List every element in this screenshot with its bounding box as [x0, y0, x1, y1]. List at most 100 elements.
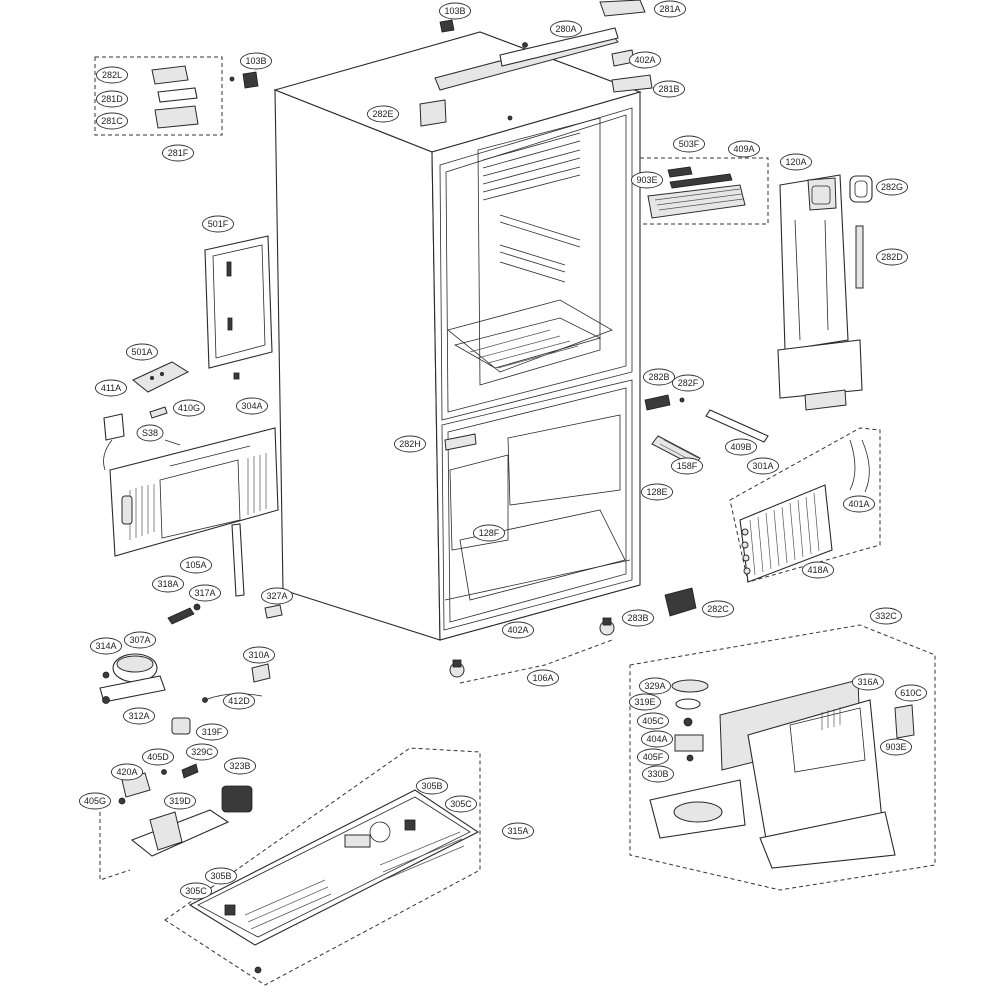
part-callout: 103B	[239, 52, 273, 70]
part-number-label: 329A	[644, 681, 665, 691]
part-callout: 405F	[636, 748, 670, 766]
part-number-label: 405C	[642, 716, 664, 726]
part-number-label: 329C	[191, 747, 213, 757]
part-callout: 312A	[122, 707, 156, 725]
callout-bubble	[879, 738, 913, 756]
part-callout: 128F	[472, 524, 506, 542]
callout-bubble	[640, 483, 674, 501]
part-callout: 314A	[89, 637, 123, 655]
part-callout: 281A	[653, 0, 687, 18]
part-number-label: 404A	[646, 734, 667, 744]
part-number-label: 410G	[178, 403, 200, 413]
part-callout: 501A	[125, 343, 159, 361]
part-number-label: 319D	[169, 796, 191, 806]
part-callout: 281C	[95, 112, 129, 130]
part-number-label: 282H	[399, 439, 421, 449]
callout-bubble	[438, 2, 472, 20]
part-callout: 280A	[549, 20, 583, 38]
part-number-label: 316A	[857, 677, 878, 687]
callout-bubble	[671, 374, 705, 392]
part-number-label: 418A	[807, 565, 828, 575]
part-callout: 409A	[727, 140, 761, 158]
callout-bubble	[842, 495, 876, 513]
part-number-label: 405D	[147, 752, 169, 762]
callout-bubble	[393, 435, 427, 453]
hinge-cover-group-281f	[94, 56, 235, 136]
part-callout: 610C	[894, 684, 928, 702]
part-number-label: S38	[142, 428, 158, 438]
part-callout: 106A	[526, 669, 560, 687]
dispenser-duct-120a	[777, 174, 873, 411]
part-callout: 281D	[95, 90, 129, 108]
part-number-label: 281C	[101, 116, 123, 126]
part-number-label: 405G	[84, 796, 106, 806]
part-number-label: 103B	[444, 6, 465, 16]
part-number-label: 420A	[116, 767, 137, 777]
part-number-label: 120A	[785, 157, 806, 167]
callout-bubble	[444, 795, 478, 813]
part-number-label: 103B	[245, 56, 266, 66]
part-callout: 332C	[869, 607, 903, 625]
part-number-label: 318A	[157, 579, 178, 589]
part-number-label: 304A	[241, 401, 262, 411]
callout-bubble	[89, 637, 123, 655]
callout-bubble	[653, 0, 687, 18]
part-callout: 282B	[642, 368, 676, 386]
part-number-label: 327A	[266, 591, 287, 601]
part-number-label: 282D	[881, 252, 903, 262]
callout-bubble	[701, 600, 735, 618]
part-callout: 283B	[621, 609, 655, 627]
callout-bubble	[239, 52, 273, 70]
callout-bubble	[636, 712, 670, 730]
top-hinge-assembly	[242, 0, 653, 127]
part-callout: 319D	[163, 792, 197, 810]
callout-bubble	[141, 748, 175, 766]
part-number-label: 409A	[733, 144, 754, 154]
callout-bubble	[672, 135, 706, 153]
callout-bubble	[724, 438, 758, 456]
part-number-label: 158F	[677, 461, 698, 471]
part-callout: 301A	[746, 457, 780, 475]
callout-bubble	[242, 646, 276, 664]
callout-bubble	[78, 792, 112, 810]
callout-bubble	[179, 882, 213, 900]
part-callout: 317A	[188, 584, 222, 602]
part-number-label: 903E	[636, 175, 657, 185]
part-number-label: 305C	[185, 886, 207, 896]
part-number-label: 310A	[248, 650, 269, 660]
part-number-label: 409B	[730, 442, 751, 452]
part-callout: 329C	[185, 743, 219, 761]
part-callout: 282G	[875, 178, 909, 196]
callout-bubble	[161, 144, 195, 162]
display-frame-501f	[204, 235, 273, 380]
callout-bubble	[195, 723, 229, 741]
callout-bubble	[894, 684, 928, 702]
part-callout: 319E	[628, 693, 662, 711]
part-number-label: 281F	[168, 148, 189, 158]
part-callout: 282H	[393, 435, 427, 453]
part-number-label: 282E	[372, 109, 393, 119]
callout-bubble	[641, 765, 675, 783]
part-callout: 282L	[95, 66, 129, 84]
part-number-label: 281B	[658, 84, 679, 94]
part-callout: 282F	[671, 374, 705, 392]
part-callout: 405D	[141, 748, 175, 766]
part-callout: 903E	[630, 171, 664, 189]
part-number-label: 903E	[885, 742, 906, 752]
callout-bubble	[628, 51, 662, 69]
callout-bubble	[95, 66, 129, 84]
part-callout: 158F	[670, 457, 704, 475]
refrigerator-cabinet	[273, 31, 642, 641]
callout-bubble	[640, 730, 674, 748]
part-callout: 409B	[724, 438, 758, 456]
part-callout: 315A	[501, 822, 535, 840]
callout-bubble	[636, 748, 670, 766]
callout-bubble	[727, 140, 761, 158]
part-number-label: 282L	[102, 70, 122, 80]
part-callout: 402A	[501, 621, 535, 639]
part-callout: 128E	[640, 483, 674, 501]
part-number-label: 305B	[210, 871, 231, 881]
part-number-label: 282C	[707, 604, 729, 614]
part-number-label: 315A	[507, 826, 528, 836]
part-callouts: 103B 280A 281A 402A 281B 103B 282L 281D 281C 281F…	[78, 0, 928, 900]
